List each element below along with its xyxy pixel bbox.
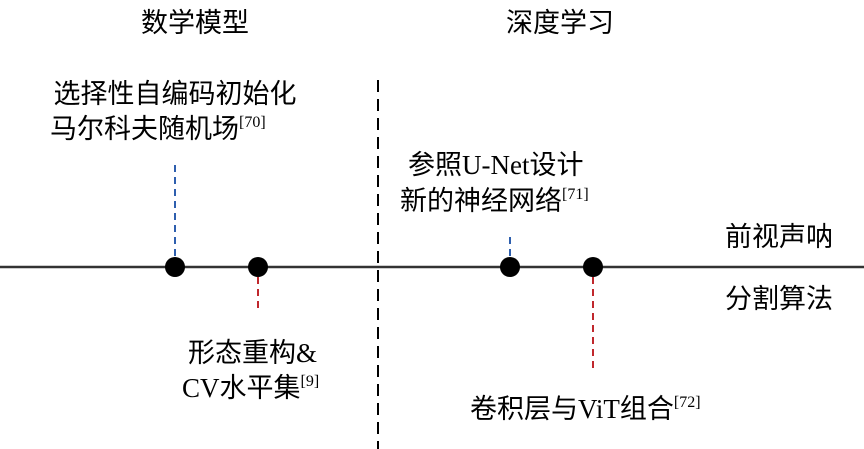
event-3-line2: 新的神经网络[71] xyxy=(400,186,589,216)
event-1-line1: 选择性自编码初始化 xyxy=(54,79,297,109)
event-3-line1: 参照U-Net设计 xyxy=(408,150,583,180)
header-math-models: 数学模型 xyxy=(141,8,249,38)
event-2-line1: 形态重构& xyxy=(188,338,317,368)
event-2-line2: CV水平集[9] xyxy=(182,373,319,403)
event-dot-1 xyxy=(165,257,185,277)
event-dot-2 xyxy=(248,257,268,277)
lane-label-segmentation: 分割算法 xyxy=(725,284,833,314)
event-dot-4 xyxy=(583,257,603,277)
event-dot-3 xyxy=(500,257,520,277)
event-1-line2: 马尔科夫随机场[70] xyxy=(50,114,266,144)
event-4-label: 卷积层与ViT组合[72] xyxy=(470,394,701,424)
header-deep-learning: 深度学习 xyxy=(506,8,614,38)
lane-label-sonar: 前视声呐 xyxy=(725,222,833,252)
